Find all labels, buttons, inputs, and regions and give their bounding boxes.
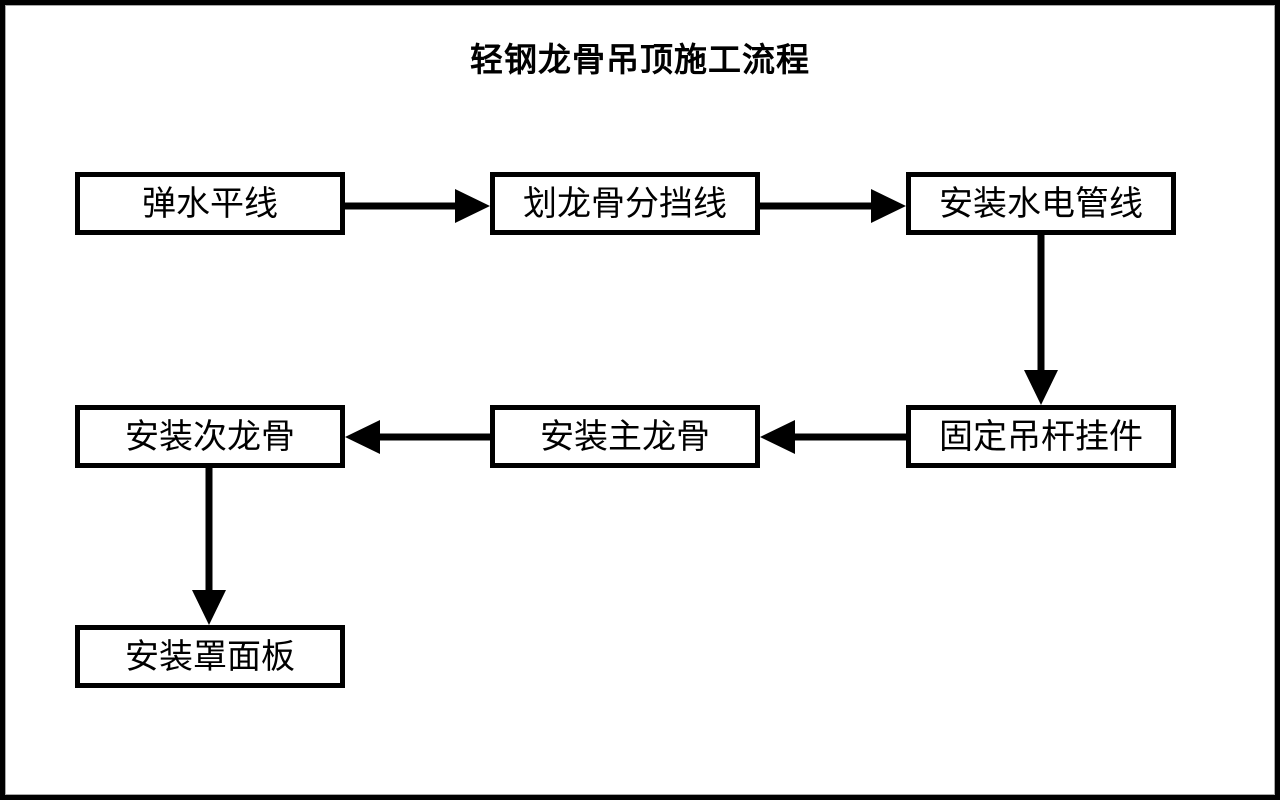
flow-node-step1[interactable]: 弹水平线 xyxy=(75,172,345,235)
flow-node-step2-label: 划龙骨分挡线 xyxy=(523,184,727,223)
flow-node-step5-label: 安装主龙骨 xyxy=(540,417,710,456)
flow-node-step3-label: 安装水电管线 xyxy=(939,184,1143,223)
flow-node-step3[interactable]: 安装水电管线 xyxy=(906,172,1176,235)
flow-node-step4-label: 固定吊杆挂件 xyxy=(939,417,1143,456)
flow-node-step2[interactable]: 划龙骨分挡线 xyxy=(490,172,760,235)
flow-node-step7-label: 安装罩面板 xyxy=(125,637,295,676)
flow-node-step4[interactable]: 固定吊杆挂件 xyxy=(906,405,1176,468)
page-title: 轻钢龙骨吊顶施工流程 xyxy=(470,41,810,78)
flow-node-step7[interactable]: 安装罩面板 xyxy=(75,625,345,688)
flow-node-step1-label: 弹水平线 xyxy=(142,184,278,223)
flow-node-step5[interactable]: 安装主龙骨 xyxy=(490,405,760,468)
flow-node-step6[interactable]: 安装次龙骨 xyxy=(75,405,345,468)
flow-node-step6-label: 安装次龙骨 xyxy=(125,417,295,456)
